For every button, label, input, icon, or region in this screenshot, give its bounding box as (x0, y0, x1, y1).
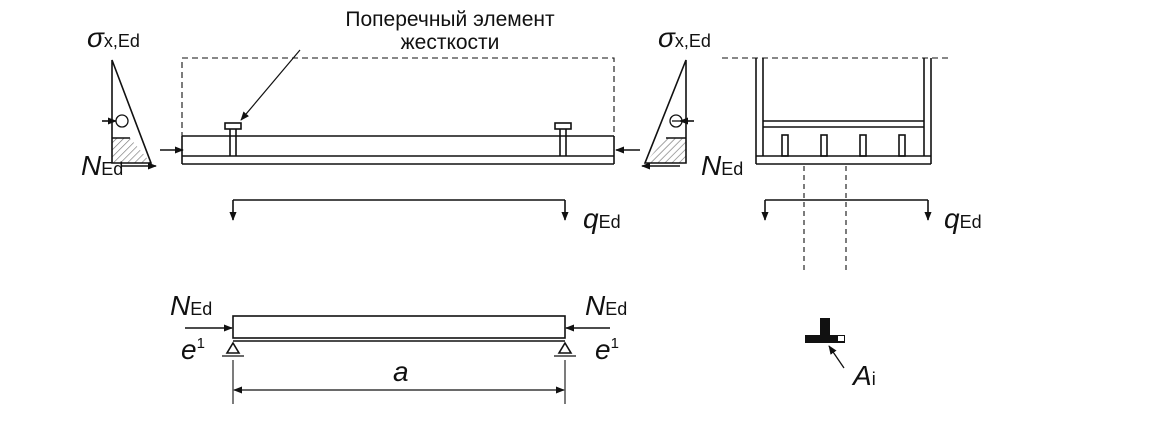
q-symbol: q (944, 203, 960, 234)
n-ed-label-right: NEd (701, 152, 743, 180)
right-stress-hatched-zone (645, 138, 686, 163)
right-support (557, 341, 573, 354)
sigma-subscript: x,Ed (674, 31, 711, 51)
dimension-a (232, 360, 566, 404)
longitudinal-stiffener-2 (820, 134, 828, 157)
plate-side-view (181, 122, 615, 165)
sigma-label-right: σx,Ed (658, 24, 711, 52)
left-stress-triangle (111, 59, 153, 164)
eccentricity-label-left: e1 (181, 336, 205, 364)
q-ed-label-right: qEd (944, 205, 982, 233)
n-symbol: N (81, 150, 102, 181)
beam-n-ed-label-left: NEd (170, 292, 212, 320)
right-stress-diagram (641, 59, 694, 170)
cross-section-view (722, 57, 952, 274)
e-superscript: 1 (610, 335, 619, 352)
n-symbol: N (701, 150, 722, 181)
transverse-stiffener-right (554, 122, 572, 156)
effective-area-label: Ai (853, 362, 876, 390)
beam-model (185, 315, 610, 357)
q-subscript: Ed (959, 212, 982, 232)
e-symbol: e (181, 334, 197, 365)
n-ed-label-left: NEd (81, 152, 123, 180)
longitudinal-stiffener-3 (859, 134, 867, 157)
right-stress-triangle (643, 59, 687, 164)
q-symbol: q (583, 203, 599, 234)
n-symbol: N (585, 290, 606, 321)
n-subscript: Ed (101, 159, 124, 179)
tension-sign-left (115, 114, 129, 128)
stiffener-callout-line1: Поперечный элемент (345, 8, 555, 31)
left-stress-hatched-zone (112, 138, 151, 163)
a-i-subscript: i (871, 369, 876, 389)
effective-section-symbol (805, 318, 845, 369)
plate-outline-dashed (181, 57, 615, 137)
n-subscript: Ed (721, 159, 744, 179)
sigma-label-left: σx,Ed (87, 24, 140, 52)
e-superscript: 1 (196, 335, 205, 352)
left-support (225, 341, 241, 354)
stiffener-callout: Поперечный элемент жесткости (290, 8, 610, 54)
stiffener-callout-line2: жесткости (400, 31, 500, 54)
sigma-symbol: σ (658, 22, 675, 53)
q-ed-label-left: qEd (583, 205, 621, 233)
callout-leader (240, 49, 301, 121)
left-stress-diagram (102, 59, 157, 170)
n-subscript: Ed (605, 299, 628, 319)
q-subscript: Ed (598, 212, 621, 232)
a-i-symbol: A (853, 360, 872, 391)
eccentricity-label-right: e1 (595, 336, 619, 364)
transverse-stiffener-left (224, 122, 242, 156)
distributed-load-left (229, 199, 569, 221)
n-symbol: N (170, 290, 191, 321)
sigma-symbol: σ (87, 22, 104, 53)
longitudinal-stiffener-1 (781, 134, 789, 157)
dimension-a-label: a (393, 358, 409, 386)
beam-n-ed-label-right: NEd (585, 292, 627, 320)
a-symbol: a (393, 356, 409, 387)
longitudinal-stiffener-4 (898, 134, 906, 157)
sigma-subscript: x,Ed (103, 31, 140, 51)
n-subscript: Ed (190, 299, 213, 319)
distributed-load-right (761, 199, 932, 221)
e-symbol: e (595, 334, 611, 365)
